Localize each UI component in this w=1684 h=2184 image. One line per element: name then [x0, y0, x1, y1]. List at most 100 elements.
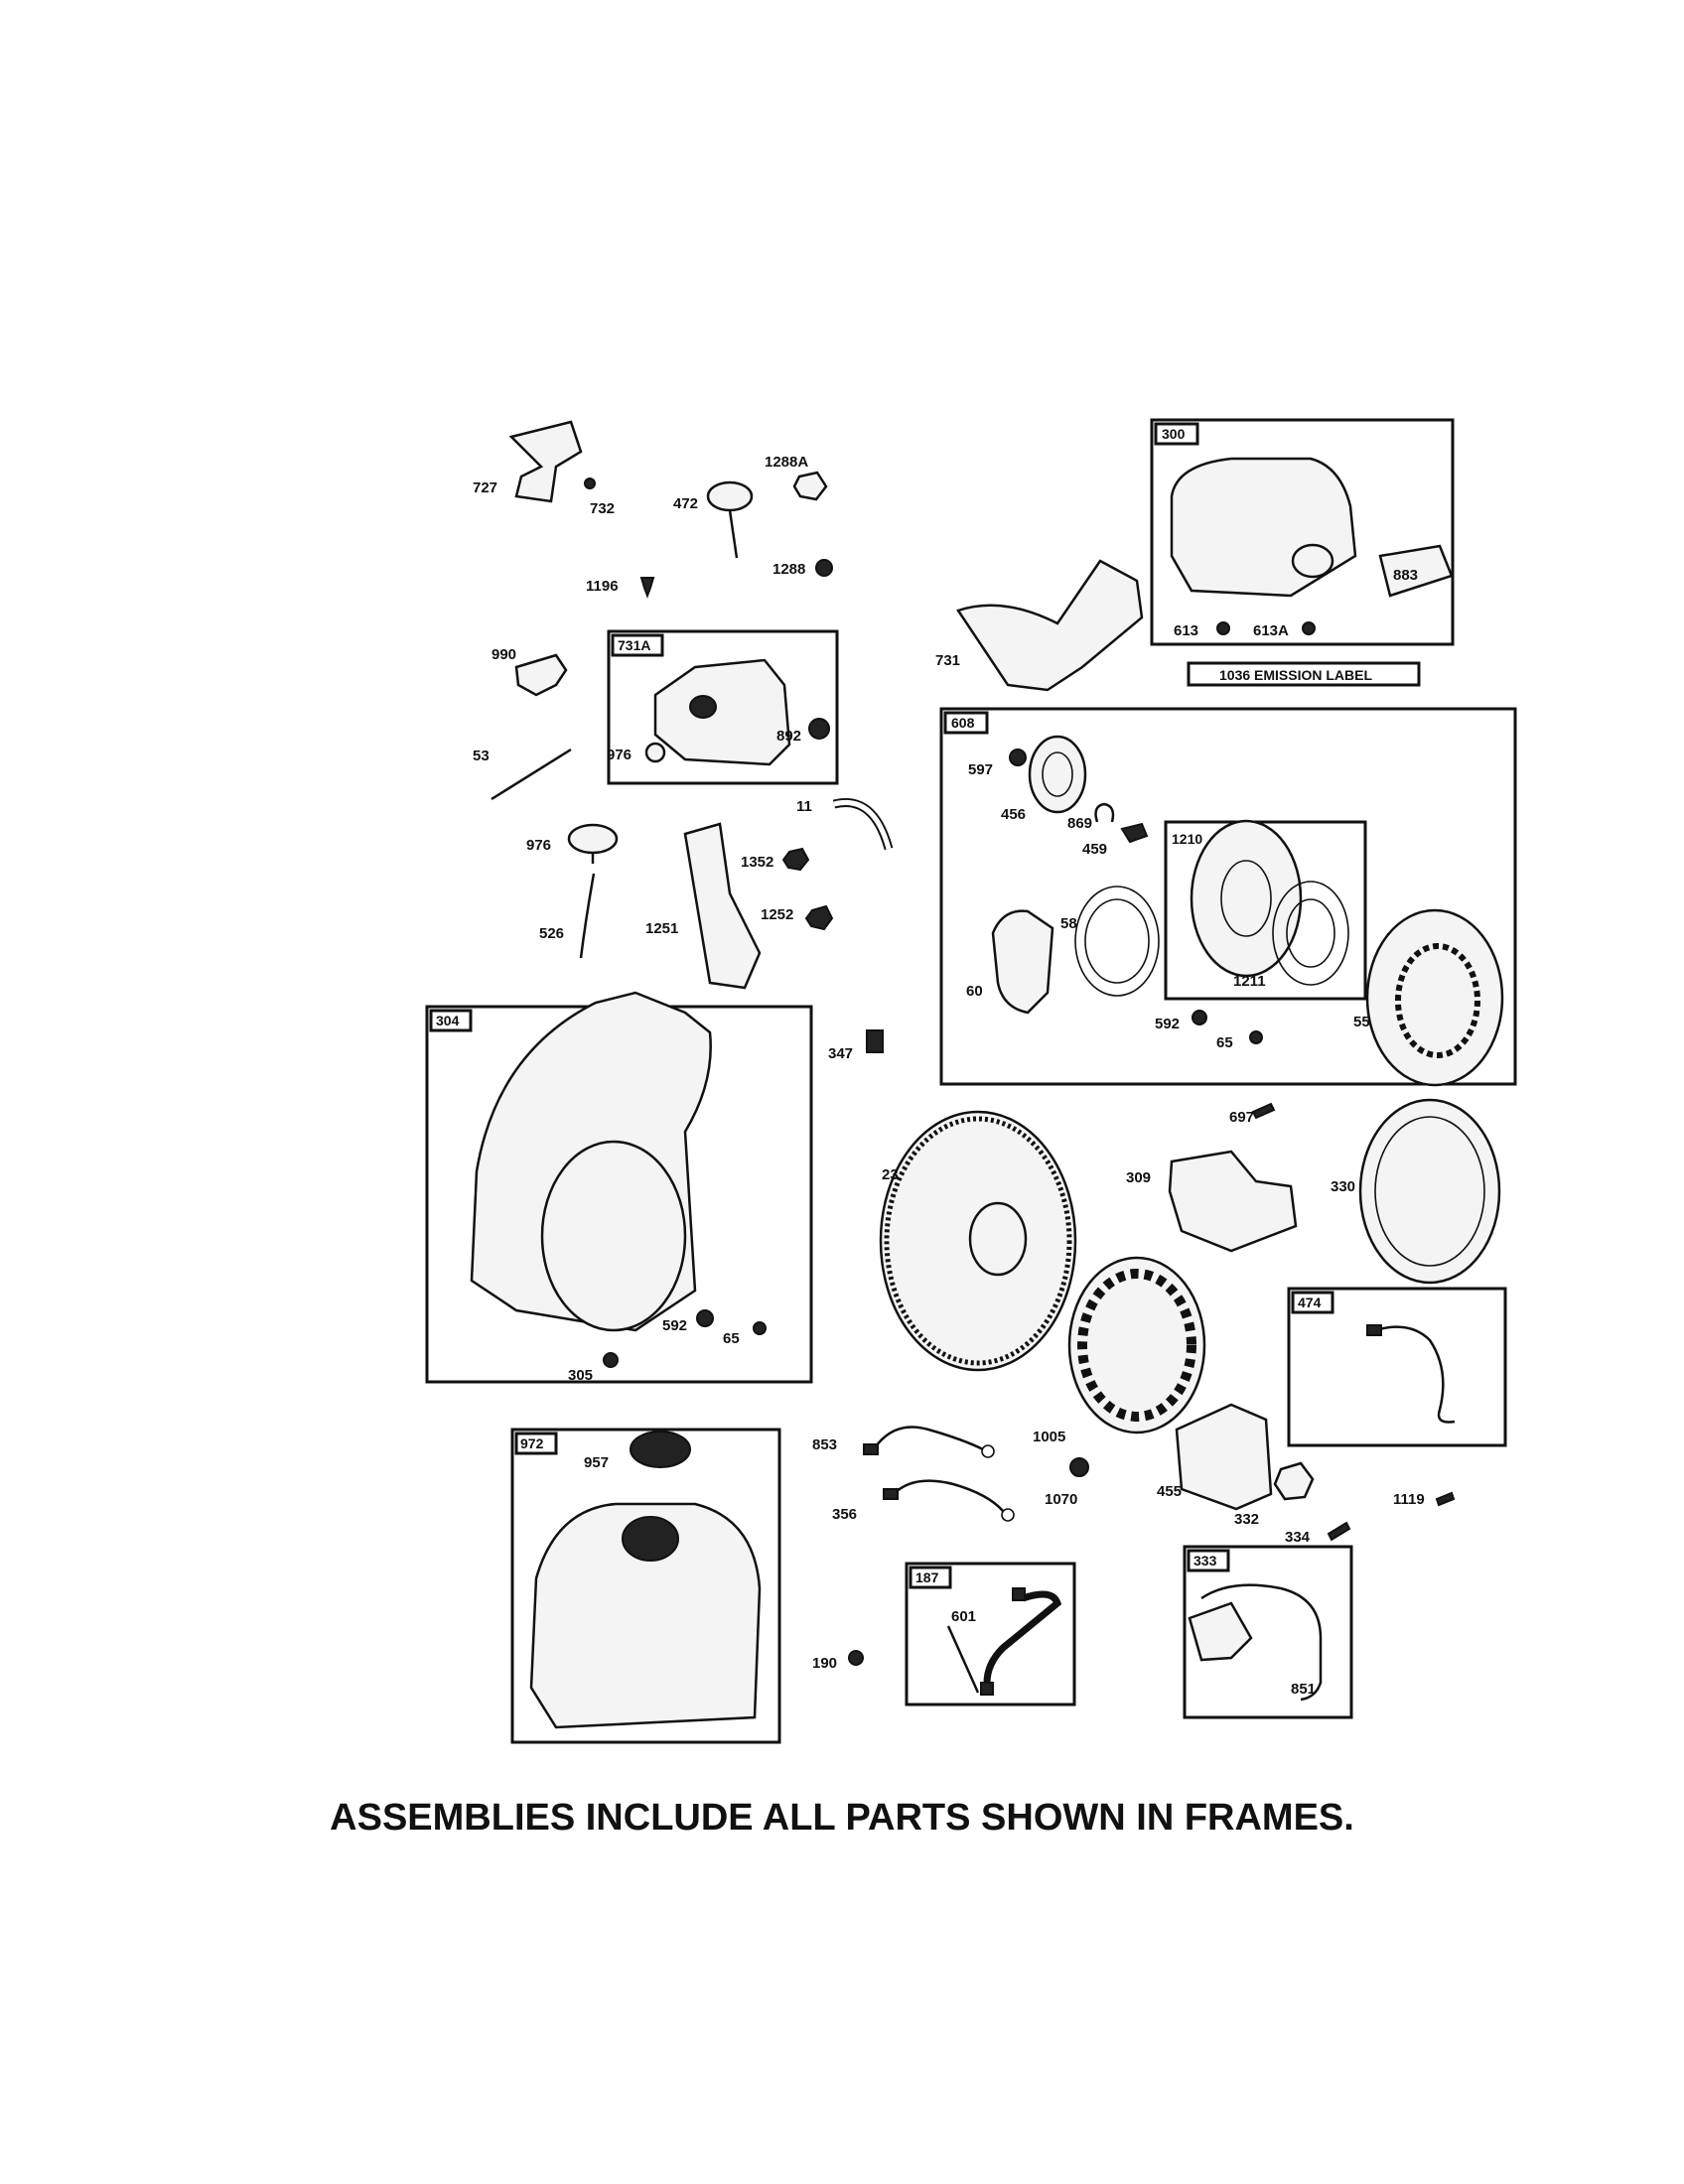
- callout-23: 23: [882, 1166, 899, 1183]
- rewind-spring-1211-inner: [1286, 898, 1335, 968]
- flywheel-23-teeth: [884, 1116, 1072, 1366]
- callout-1211: 1211: [1233, 973, 1266, 990]
- callout-455: 455: [1157, 1483, 1182, 1500]
- tag-333: 333: [1193, 1553, 1217, 1569]
- cap-976b: [567, 823, 619, 855]
- nut-332: [1273, 1461, 1315, 1501]
- nut-1288: [815, 559, 833, 577]
- callout-1352: 1352: [741, 854, 773, 871]
- frame-1210: [1164, 820, 1367, 1001]
- frame-608-tag: [943, 711, 989, 735]
- callout-976b: 976: [526, 837, 551, 854]
- bolt-613A: [1302, 621, 1316, 635]
- screen-330-inner: [1374, 1116, 1485, 1267]
- callout-347: 347: [828, 1045, 853, 1062]
- fan-1005: [1067, 1256, 1206, 1434]
- clamp-601b: [980, 1682, 994, 1696]
- spring-58: [1074, 886, 1160, 997]
- knob-976a: [644, 742, 666, 763]
- callout-892: 892: [776, 728, 801, 745]
- frame-731A-tag: [611, 633, 664, 657]
- fuel-tank-972: [529, 1502, 762, 1729]
- bolt-305: [603, 1352, 619, 1368]
- callout-526: 526: [539, 925, 564, 942]
- screw-697: [1251, 1102, 1276, 1120]
- muffler-outlet: [1291, 543, 1334, 579]
- plug-990: [514, 653, 568, 697]
- callout-60: 60: [966, 983, 983, 1000]
- callout-1119: 1119: [1393, 1491, 1425, 1508]
- callout-613: 613: [1174, 622, 1198, 639]
- bolt-65a: [1249, 1030, 1263, 1044]
- callout-1288: 1288: [772, 561, 805, 578]
- pulley-1210-hub: [1220, 860, 1272, 937]
- callout-472: 472: [673, 495, 698, 512]
- dipstick-472-cap: [706, 480, 754, 512]
- callout-332: 332: [1234, 1511, 1259, 1528]
- tank-filler-neck: [622, 1516, 679, 1562]
- frame-731A: [607, 629, 839, 785]
- emission-label-box: [1187, 661, 1421, 687]
- callout-330: 330: [1331, 1178, 1355, 1195]
- blower-housing-opening: [540, 1140, 687, 1332]
- hose-11-inner: [833, 800, 892, 850]
- armature-333-lead: [1200, 1583, 1323, 1702]
- nut-1252: [804, 904, 834, 931]
- screen-330: [1358, 1098, 1501, 1285]
- fuel-cap-957: [630, 1431, 691, 1468]
- callout-883: 883: [1393, 567, 1418, 584]
- callout-1196: 1196: [586, 578, 619, 595]
- callout-976a: 976: [607, 747, 632, 763]
- tag-608: 608: [951, 715, 975, 731]
- shield-731: [956, 559, 1144, 692]
- fuel-line-187-rod: [946, 1625, 980, 1694]
- tag-972: 972: [520, 1435, 544, 1451]
- pawl-plate-456-ring: [1042, 751, 1073, 797]
- fan-1005-fins: [1077, 1269, 1196, 1422]
- footer-note: ASSEMBLIES INCLUDE ALL PARTS SHOWN IN FR…: [330, 1797, 1354, 1839]
- bracket-1251: [683, 822, 762, 990]
- callout-1251: 1251: [645, 920, 678, 937]
- wire-853-end: [863, 1443, 879, 1455]
- tag-474: 474: [1298, 1295, 1322, 1310]
- callout-1070: 1070: [1045, 1491, 1077, 1508]
- callout-727: 727: [473, 479, 497, 496]
- frame-333: [1183, 1545, 1353, 1719]
- pawl-plate-456: [1028, 735, 1087, 814]
- callout-957: 957: [584, 1454, 609, 1471]
- callout-334: 334: [1285, 1529, 1311, 1546]
- part-callouts: 727 732 472 1288A 1288 1196 990 976 892 …: [473, 454, 1425, 1698]
- callout-55: 55: [1353, 1014, 1370, 1030]
- nut-592b: [696, 1309, 714, 1327]
- gasket-883: [1378, 544, 1454, 598]
- part-drawings: [470, 420, 1504, 1729]
- frame-187: [905, 1562, 1076, 1706]
- callout-853: 853: [812, 1436, 837, 1453]
- wire-356: [893, 1479, 1004, 1512]
- screw-597: [1009, 749, 1027, 766]
- handle-60: [991, 909, 1054, 1015]
- cup-455: [1175, 1403, 1273, 1511]
- wire-474-connector: [1366, 1324, 1382, 1336]
- frame-972-tag: [514, 1432, 558, 1455]
- callout-869: 869: [1067, 815, 1092, 832]
- callout-309: 309: [1126, 1169, 1151, 1186]
- armature-309: [1168, 1150, 1298, 1253]
- callout-613A: 613A: [1253, 622, 1289, 639]
- rod-53: [491, 748, 572, 801]
- callout-597: 597: [968, 761, 993, 778]
- starter-housing-55: [1365, 908, 1504, 1087]
- emission-label-text: 1036 EMISSION LABEL: [1219, 667, 1372, 683]
- clip-347: [866, 1029, 884, 1053]
- wire-474: [1374, 1325, 1456, 1424]
- callout-305: 305: [568, 1367, 593, 1384]
- callout-456: 456: [1001, 806, 1026, 823]
- spring-58-inner: [1084, 898, 1150, 984]
- frame-608: [939, 707, 1517, 1086]
- tag-187: 187: [915, 1570, 939, 1585]
- spring-869: [1094, 802, 1115, 823]
- rewind-spring-1211: [1272, 881, 1349, 986]
- frame-300: [1150, 418, 1455, 646]
